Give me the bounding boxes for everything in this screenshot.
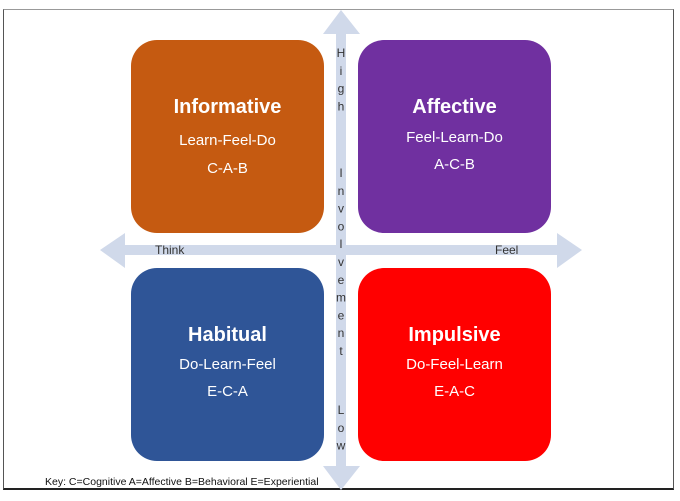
axis-label-think: Think (155, 243, 185, 257)
quadrant-title: Affective (412, 96, 497, 118)
quadrant-affective: Affective Feel-Learn-Do A-C-B (358, 40, 551, 233)
vertical-axis-arrow (323, 10, 360, 490)
axis-label-low: Low (334, 403, 348, 457)
quadrant-title: Impulsive (408, 324, 501, 346)
axis-label-feel: Feel (495, 243, 519, 257)
quadrant-habitual: Habitual Do-Learn-Feel E-C-A (131, 268, 324, 461)
quadrant-title: Informative (173, 96, 282, 118)
quadrant-code: E-A-C (434, 383, 475, 400)
quadrant-title: Habitual (188, 324, 267, 346)
key-legend: Key: C=Cognitive A=Affective B=Behaviora… (45, 476, 319, 488)
quadrant-sequence: Feel-Learn-Do (406, 129, 503, 146)
quadrant-sequence: Learn-Feel-Do (179, 132, 276, 149)
quadrant-code: C-A-B (207, 160, 248, 177)
axis-label-involvement: Involvement (334, 166, 348, 362)
diagram-frame (3, 9, 674, 490)
quadrant-code: E-C-A (207, 383, 248, 400)
quadrant-informative: Informative Learn-Feel-Do C-A-B (131, 40, 324, 233)
axis-label-high: High (334, 46, 348, 118)
quadrant-impulsive: Impulsive Do-Feel-Learn E-A-C (358, 268, 551, 461)
quadrant-code: A-C-B (434, 156, 475, 173)
quadrant-sequence: Do-Learn-Feel (179, 356, 276, 373)
quadrant-sequence: Do-Feel-Learn (406, 356, 503, 373)
